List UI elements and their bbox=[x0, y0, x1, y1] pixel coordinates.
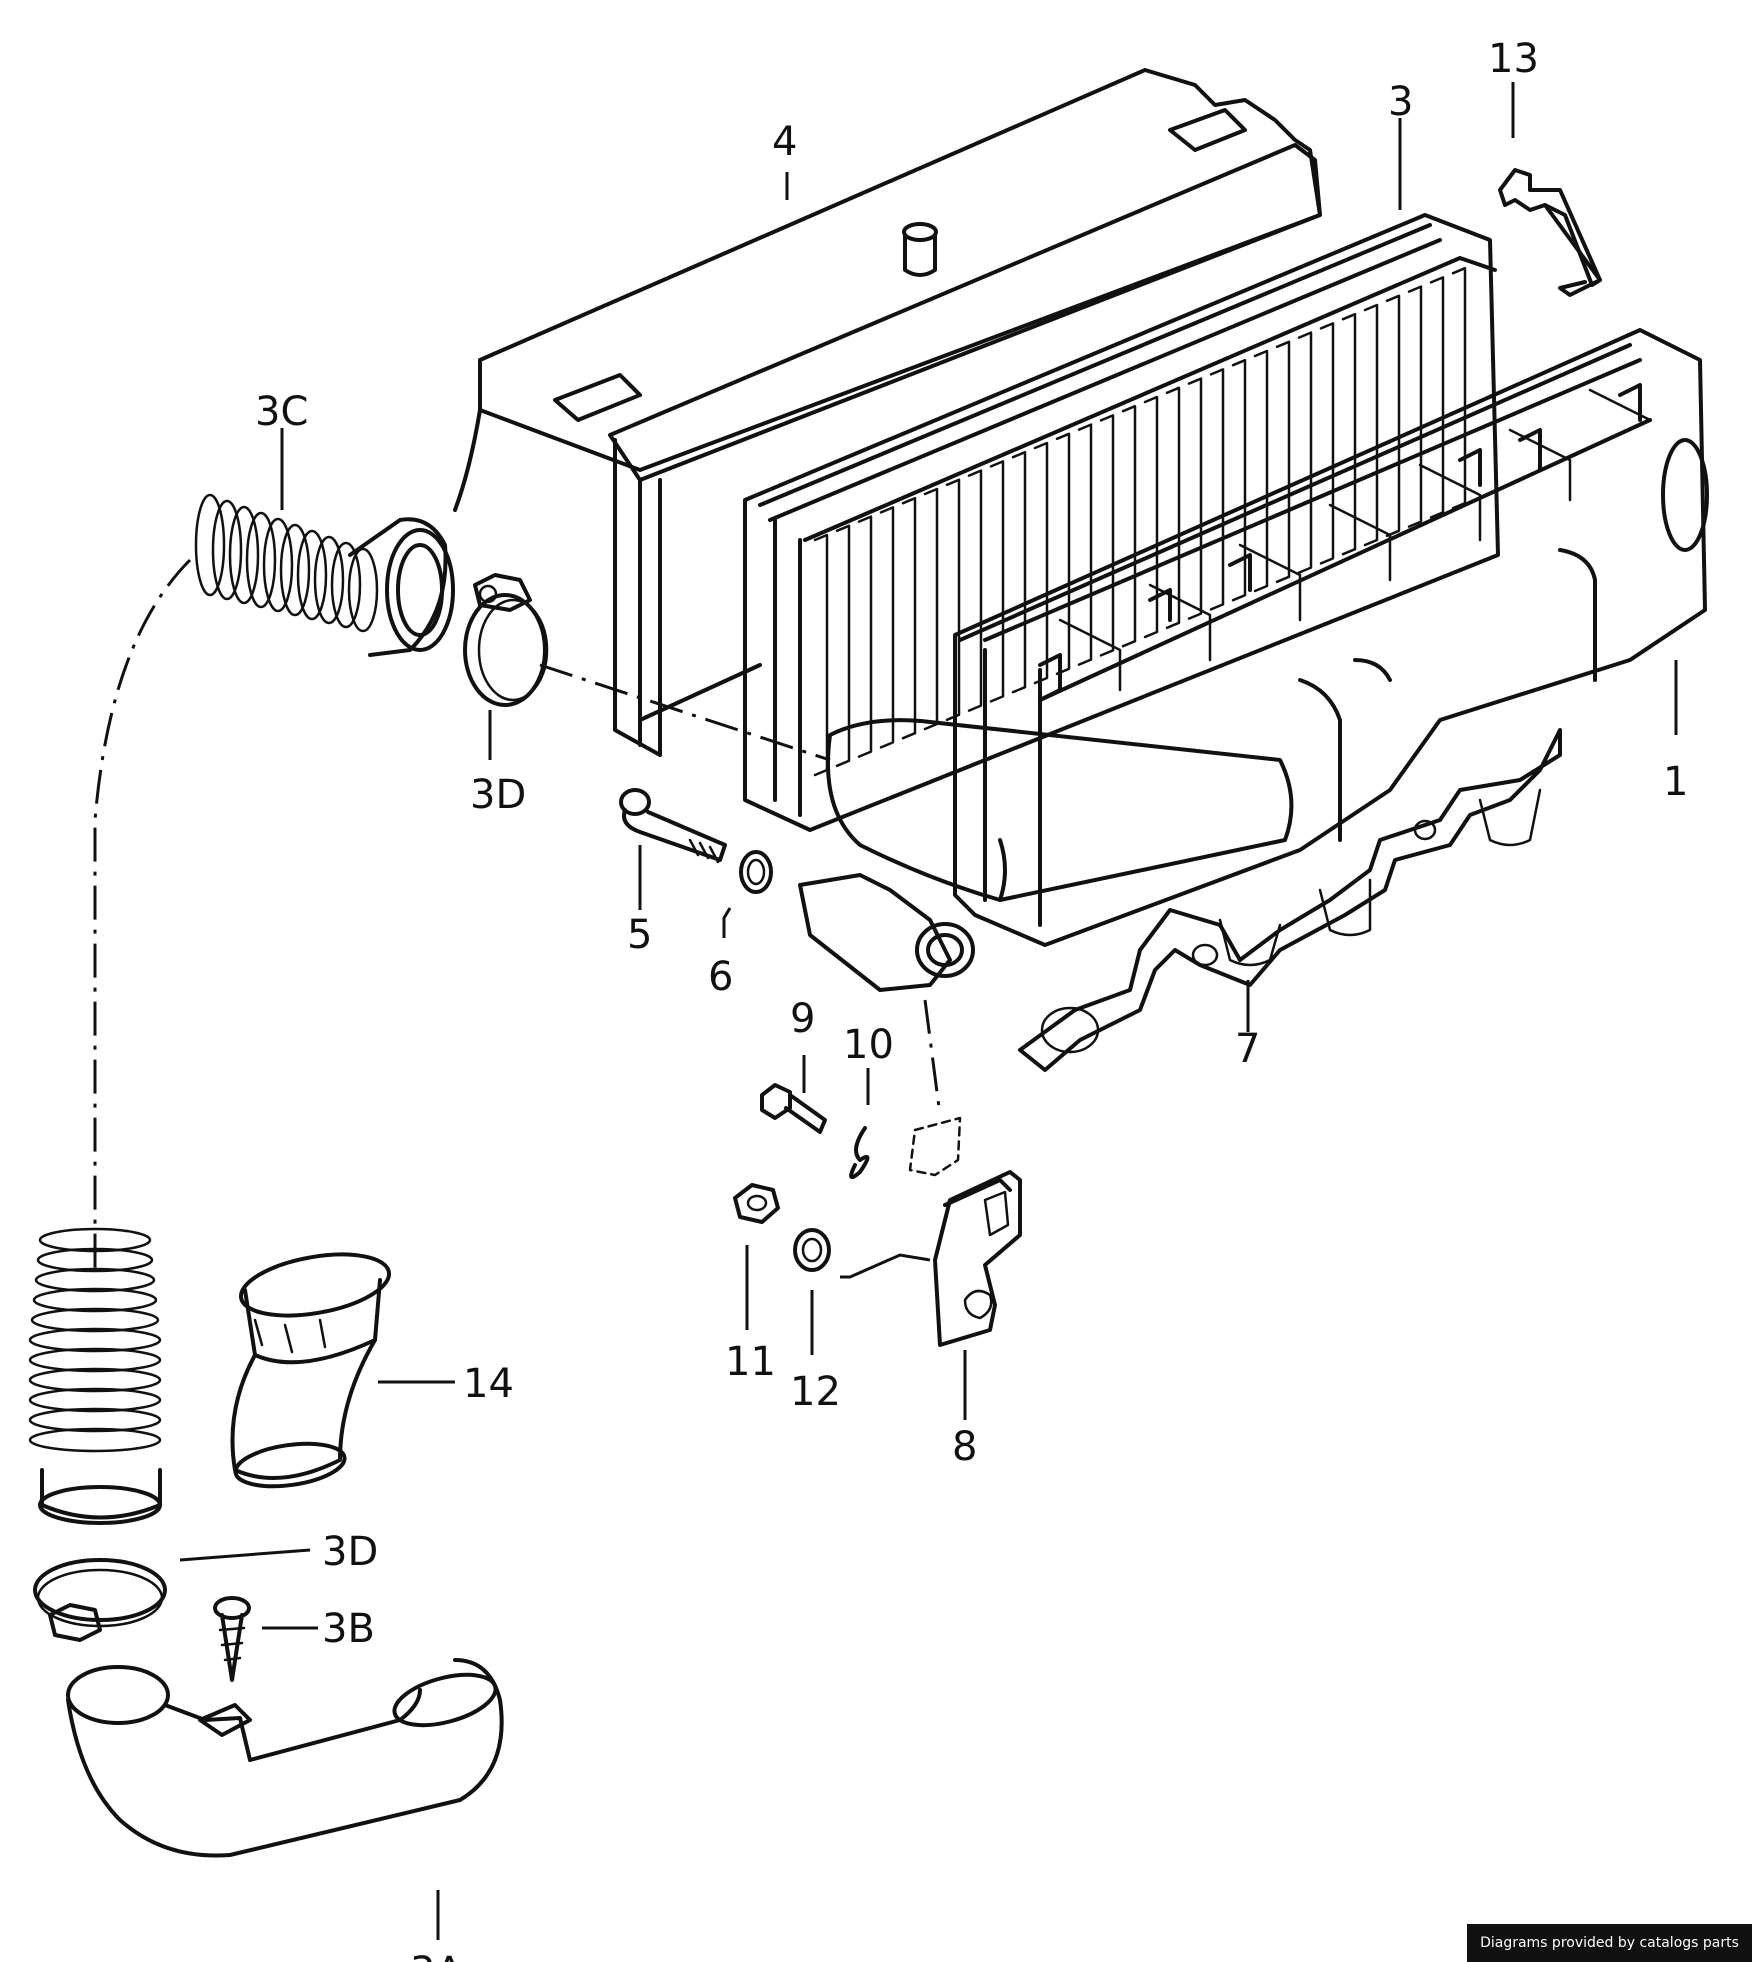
label-part-3c: 3C bbox=[255, 389, 308, 435]
hose-clamp-part-3d-bottom bbox=[33, 1558, 167, 1642]
housing-clips bbox=[1038, 383, 1642, 702]
hose-clamp-part-3d-top bbox=[463, 573, 549, 707]
label-part-1: 1 bbox=[1663, 759, 1688, 805]
label-part-3d-bottom: 3D bbox=[322, 1529, 378, 1575]
label-part-3d-top: 3D bbox=[470, 772, 526, 818]
bracket-part-8 bbox=[933, 1170, 1022, 1347]
lower-housing-part-1 bbox=[798, 328, 1709, 992]
corrugated-hose-part-3c bbox=[28, 493, 455, 1525]
upper-housing-part-4 bbox=[453, 68, 1322, 757]
spring-washer-part-10 bbox=[849, 1126, 870, 1180]
label-part-12: 12 bbox=[790, 1369, 841, 1415]
bolt-part-5 bbox=[619, 788, 727, 864]
dashed-centre-lines bbox=[93, 558, 962, 1270]
label-part-5: 5 bbox=[627, 912, 652, 958]
washer-part-6 bbox=[739, 850, 773, 894]
label-part-3: 3 bbox=[1388, 79, 1413, 125]
label-part-9: 9 bbox=[790, 996, 815, 1042]
diagram-credit-banner: Diagrams provided by catalogs parts bbox=[1467, 1924, 1752, 1962]
label-part-13: 13 bbox=[1488, 36, 1539, 82]
part-number-labels: 4 3 13 3C 1 3D 5 6 7 9 10 11 12 8 14 3D … bbox=[255, 36, 1688, 1962]
intake-pipe-part-3a bbox=[66, 1658, 504, 1858]
elbow-hose-part-14 bbox=[230, 1252, 392, 1489]
label-part-7: 7 bbox=[1235, 1026, 1260, 1072]
label-part-10: 10 bbox=[843, 1022, 894, 1068]
retaining-clip-part-13 bbox=[1498, 168, 1602, 297]
label-part-6: 6 bbox=[708, 954, 733, 1000]
label-part-11: 11 bbox=[725, 1339, 776, 1385]
washer-part-12 bbox=[793, 1228, 831, 1272]
gasket-part-7 bbox=[1018, 728, 1562, 1072]
filter-element-part-3 bbox=[743, 213, 1500, 832]
screw-part-3b bbox=[213, 1596, 251, 1682]
label-part-14: 14 bbox=[463, 1361, 514, 1407]
leader-lines bbox=[179, 82, 1678, 1940]
hose-ribs bbox=[28, 493, 379, 1525]
filter-pleats bbox=[813, 266, 1467, 777]
label-part-4: 4 bbox=[772, 119, 797, 165]
label-part-3b: 3B bbox=[322, 1606, 375, 1652]
label-part-8: 8 bbox=[952, 1424, 977, 1470]
label-part-3a: 3A bbox=[410, 1949, 463, 1962]
bolt-part-9 bbox=[760, 1083, 827, 1134]
hex-nut-part-11 bbox=[733, 1183, 780, 1224]
